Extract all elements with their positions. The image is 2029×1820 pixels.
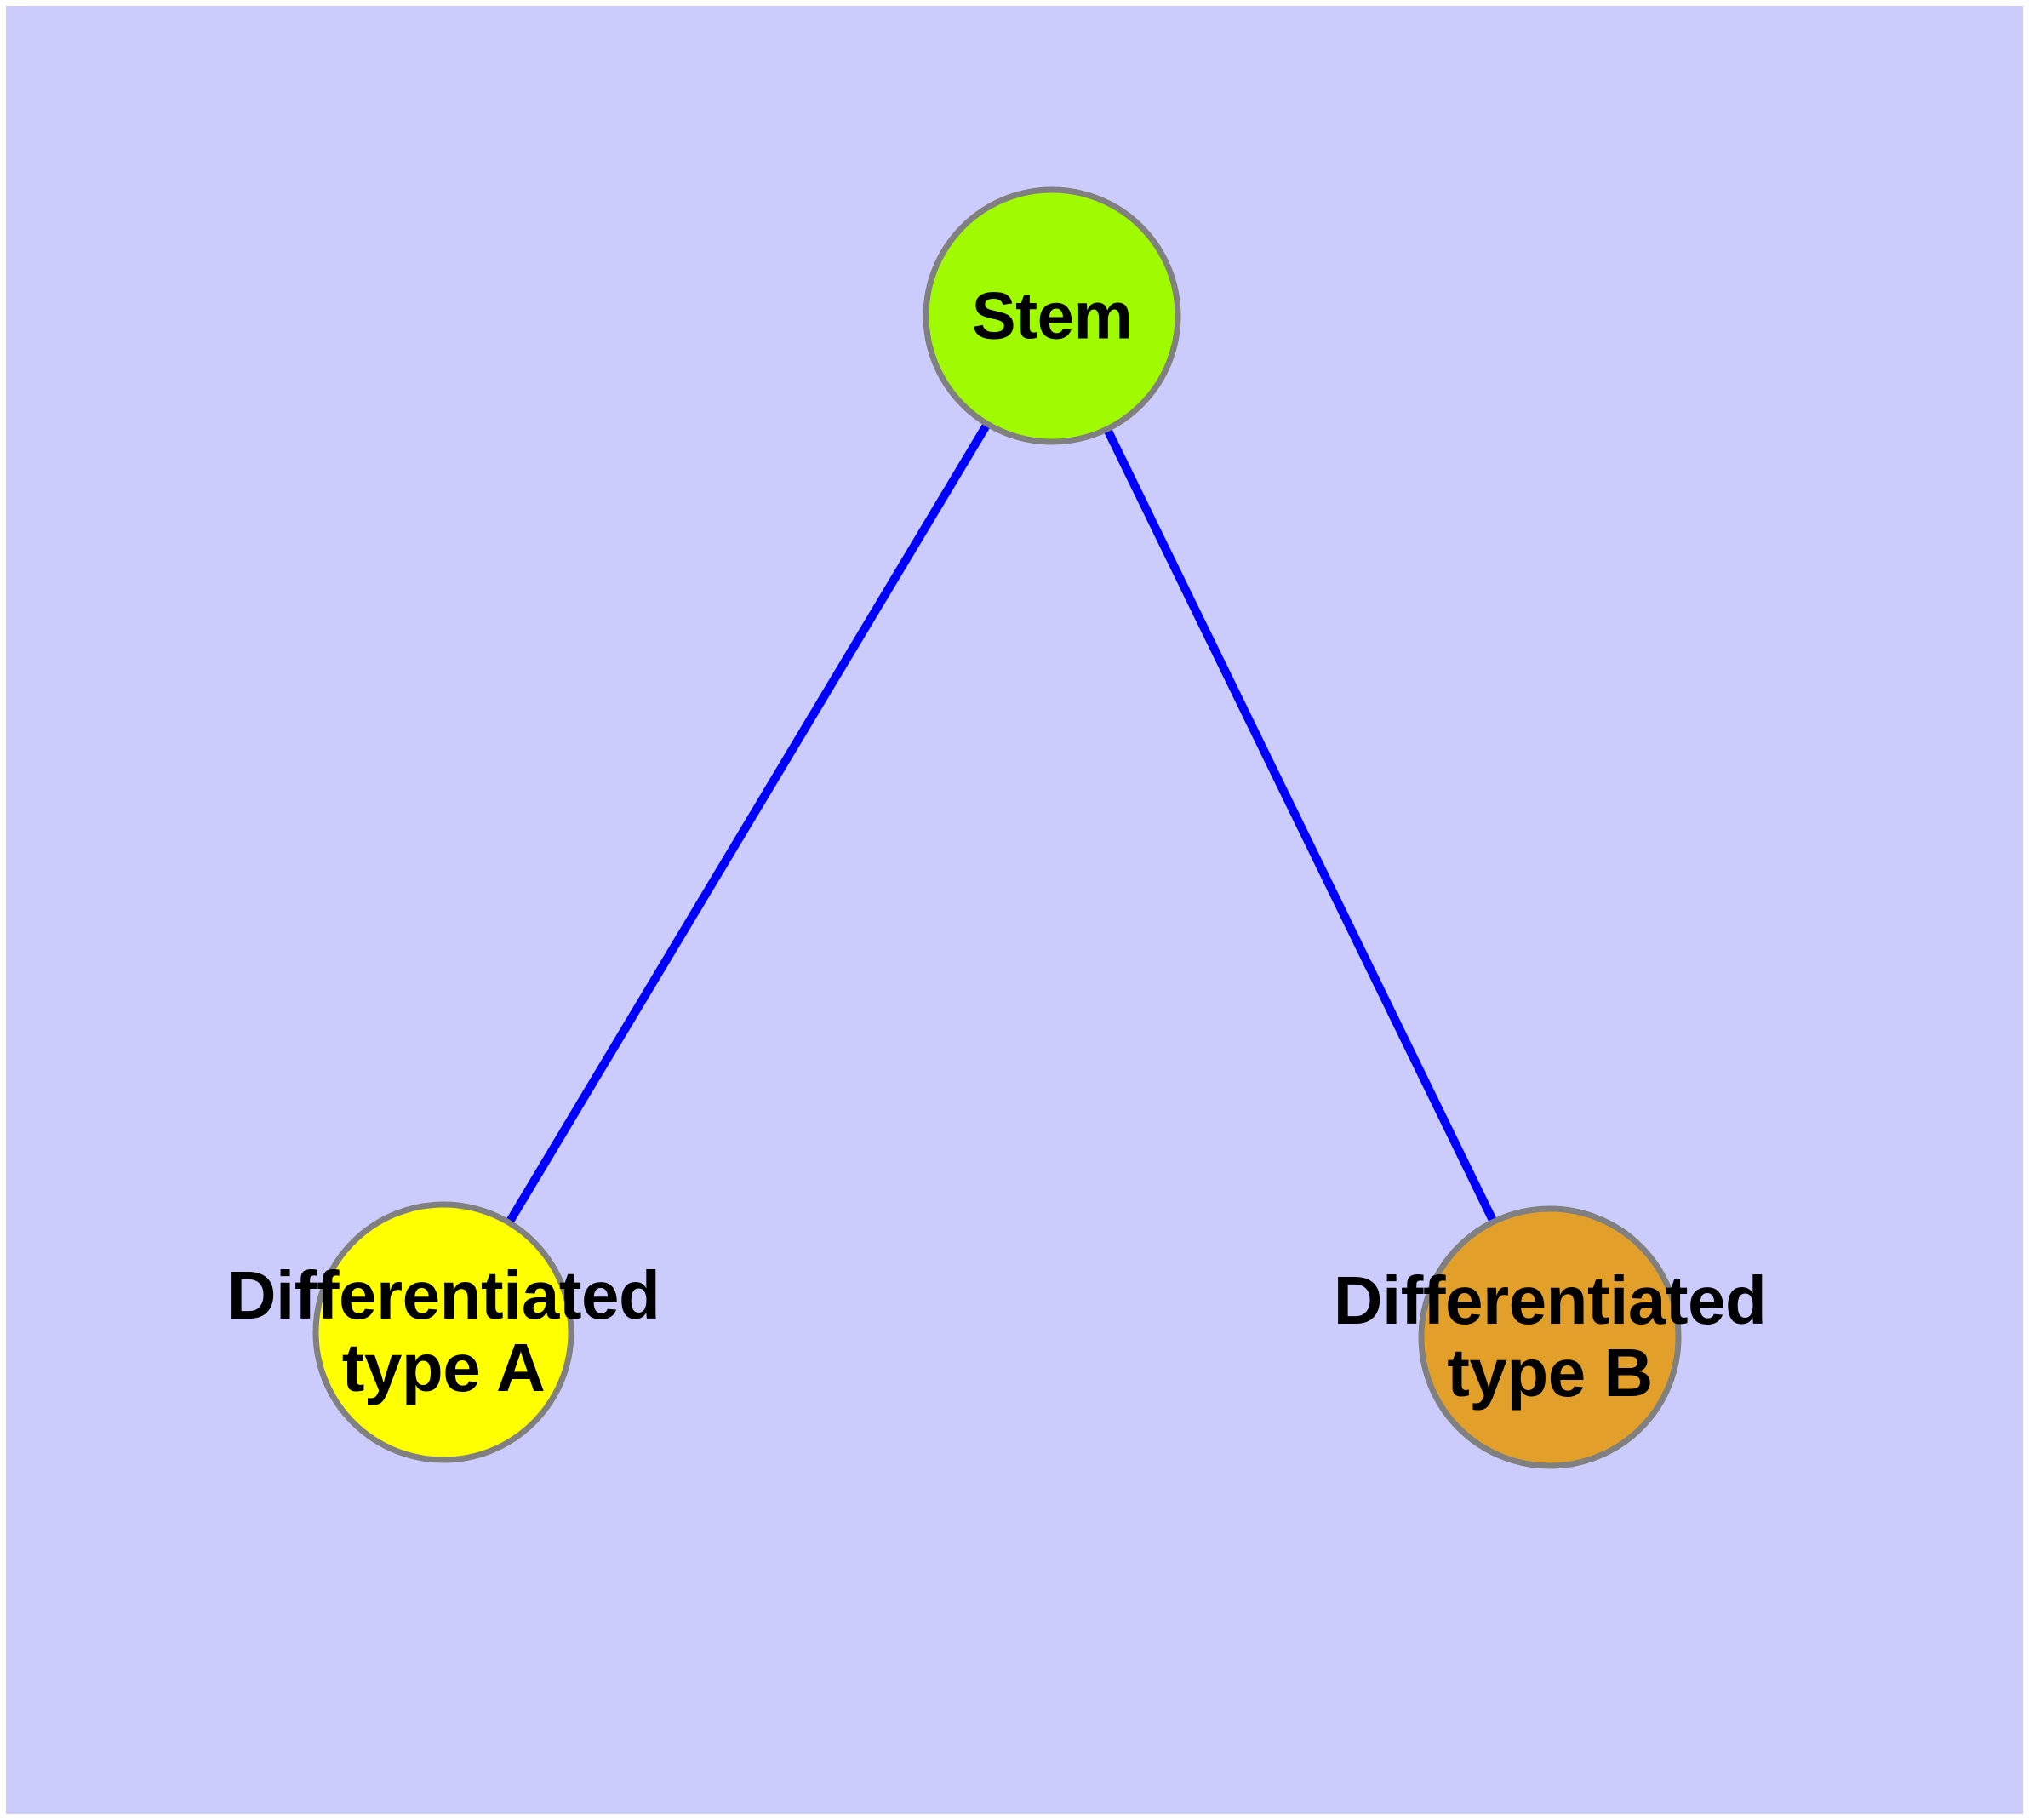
graph-node-diff-b[interactable]: [1418, 1205, 1682, 1469]
graph-edge-stem-to-diff-a[interactable]: [504, 420, 992, 1227]
graph-node-diff-a[interactable]: [312, 1201, 574, 1463]
edge-layer: [504, 420, 1499, 1227]
graph-edge-stem-to-diff-b[interactable]: [1102, 426, 1499, 1226]
graph-node-stem[interactable]: [923, 186, 1181, 445]
node-layer: [312, 186, 1682, 1469]
